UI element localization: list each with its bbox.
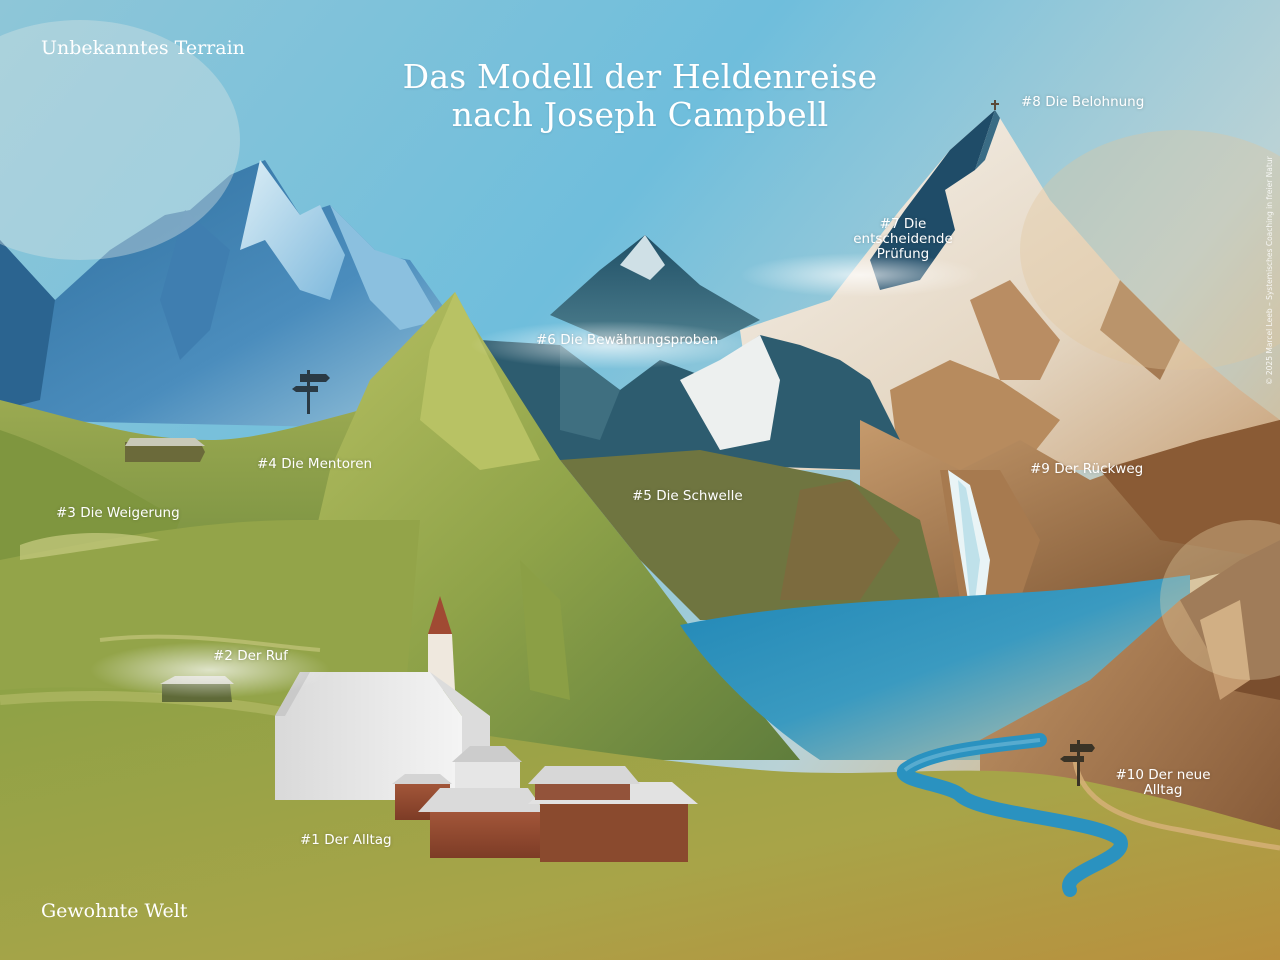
distant-peak [550, 235, 760, 345]
familiar-world-label: Gewohnte Welt [41, 900, 188, 922]
stage-1-label: #1 Der Alltag [300, 832, 392, 848]
village [275, 596, 698, 862]
stage-3-label: #3 Die Weigerung [56, 505, 180, 521]
stage-10-label: #10 Der neue Alltag [1115, 767, 1211, 798]
left-mountain-range [0, 160, 470, 430]
signpost-right-icon [1060, 740, 1095, 786]
green-peak [300, 292, 800, 760]
stage-8-label: #8 Die Belohnung [1021, 94, 1145, 110]
stage-5-label: #5 Die Schwelle [632, 488, 743, 504]
stage-4-label: #4 Die Mentoren [257, 456, 373, 472]
summit-cross-icon [991, 100, 999, 110]
stage-6-label: #6 Die Bewährungsproben [536, 332, 719, 348]
return-path [1072, 759, 1280, 851]
waterfall [948, 470, 990, 600]
title-line-2: nach Joseph Campbell [451, 95, 829, 135]
stage-9-label: #9 Der Rückweg [1030, 461, 1144, 477]
signpost-icon [292, 370, 330, 414]
stage-2-label: #2 Der Ruf [213, 648, 288, 664]
stage-7-label: #7 Die entscheidende Prüfung [853, 216, 953, 262]
title-line-1: Das Modell der Heldenreise [402, 57, 878, 97]
rocky-ridge [480, 335, 900, 470]
river [896, 733, 1128, 897]
unknown-terrain-label: Unbekanntes Terrain [41, 37, 245, 59]
mist [0, 20, 1280, 698]
church [275, 672, 462, 800]
threshold-slope [560, 450, 940, 620]
page-title: Das Modell der Heldenreise nach Joseph C… [340, 58, 940, 134]
copyright-note: © 2025 Marcel Leeb – Systemisches Coachi… [1265, 156, 1274, 385]
